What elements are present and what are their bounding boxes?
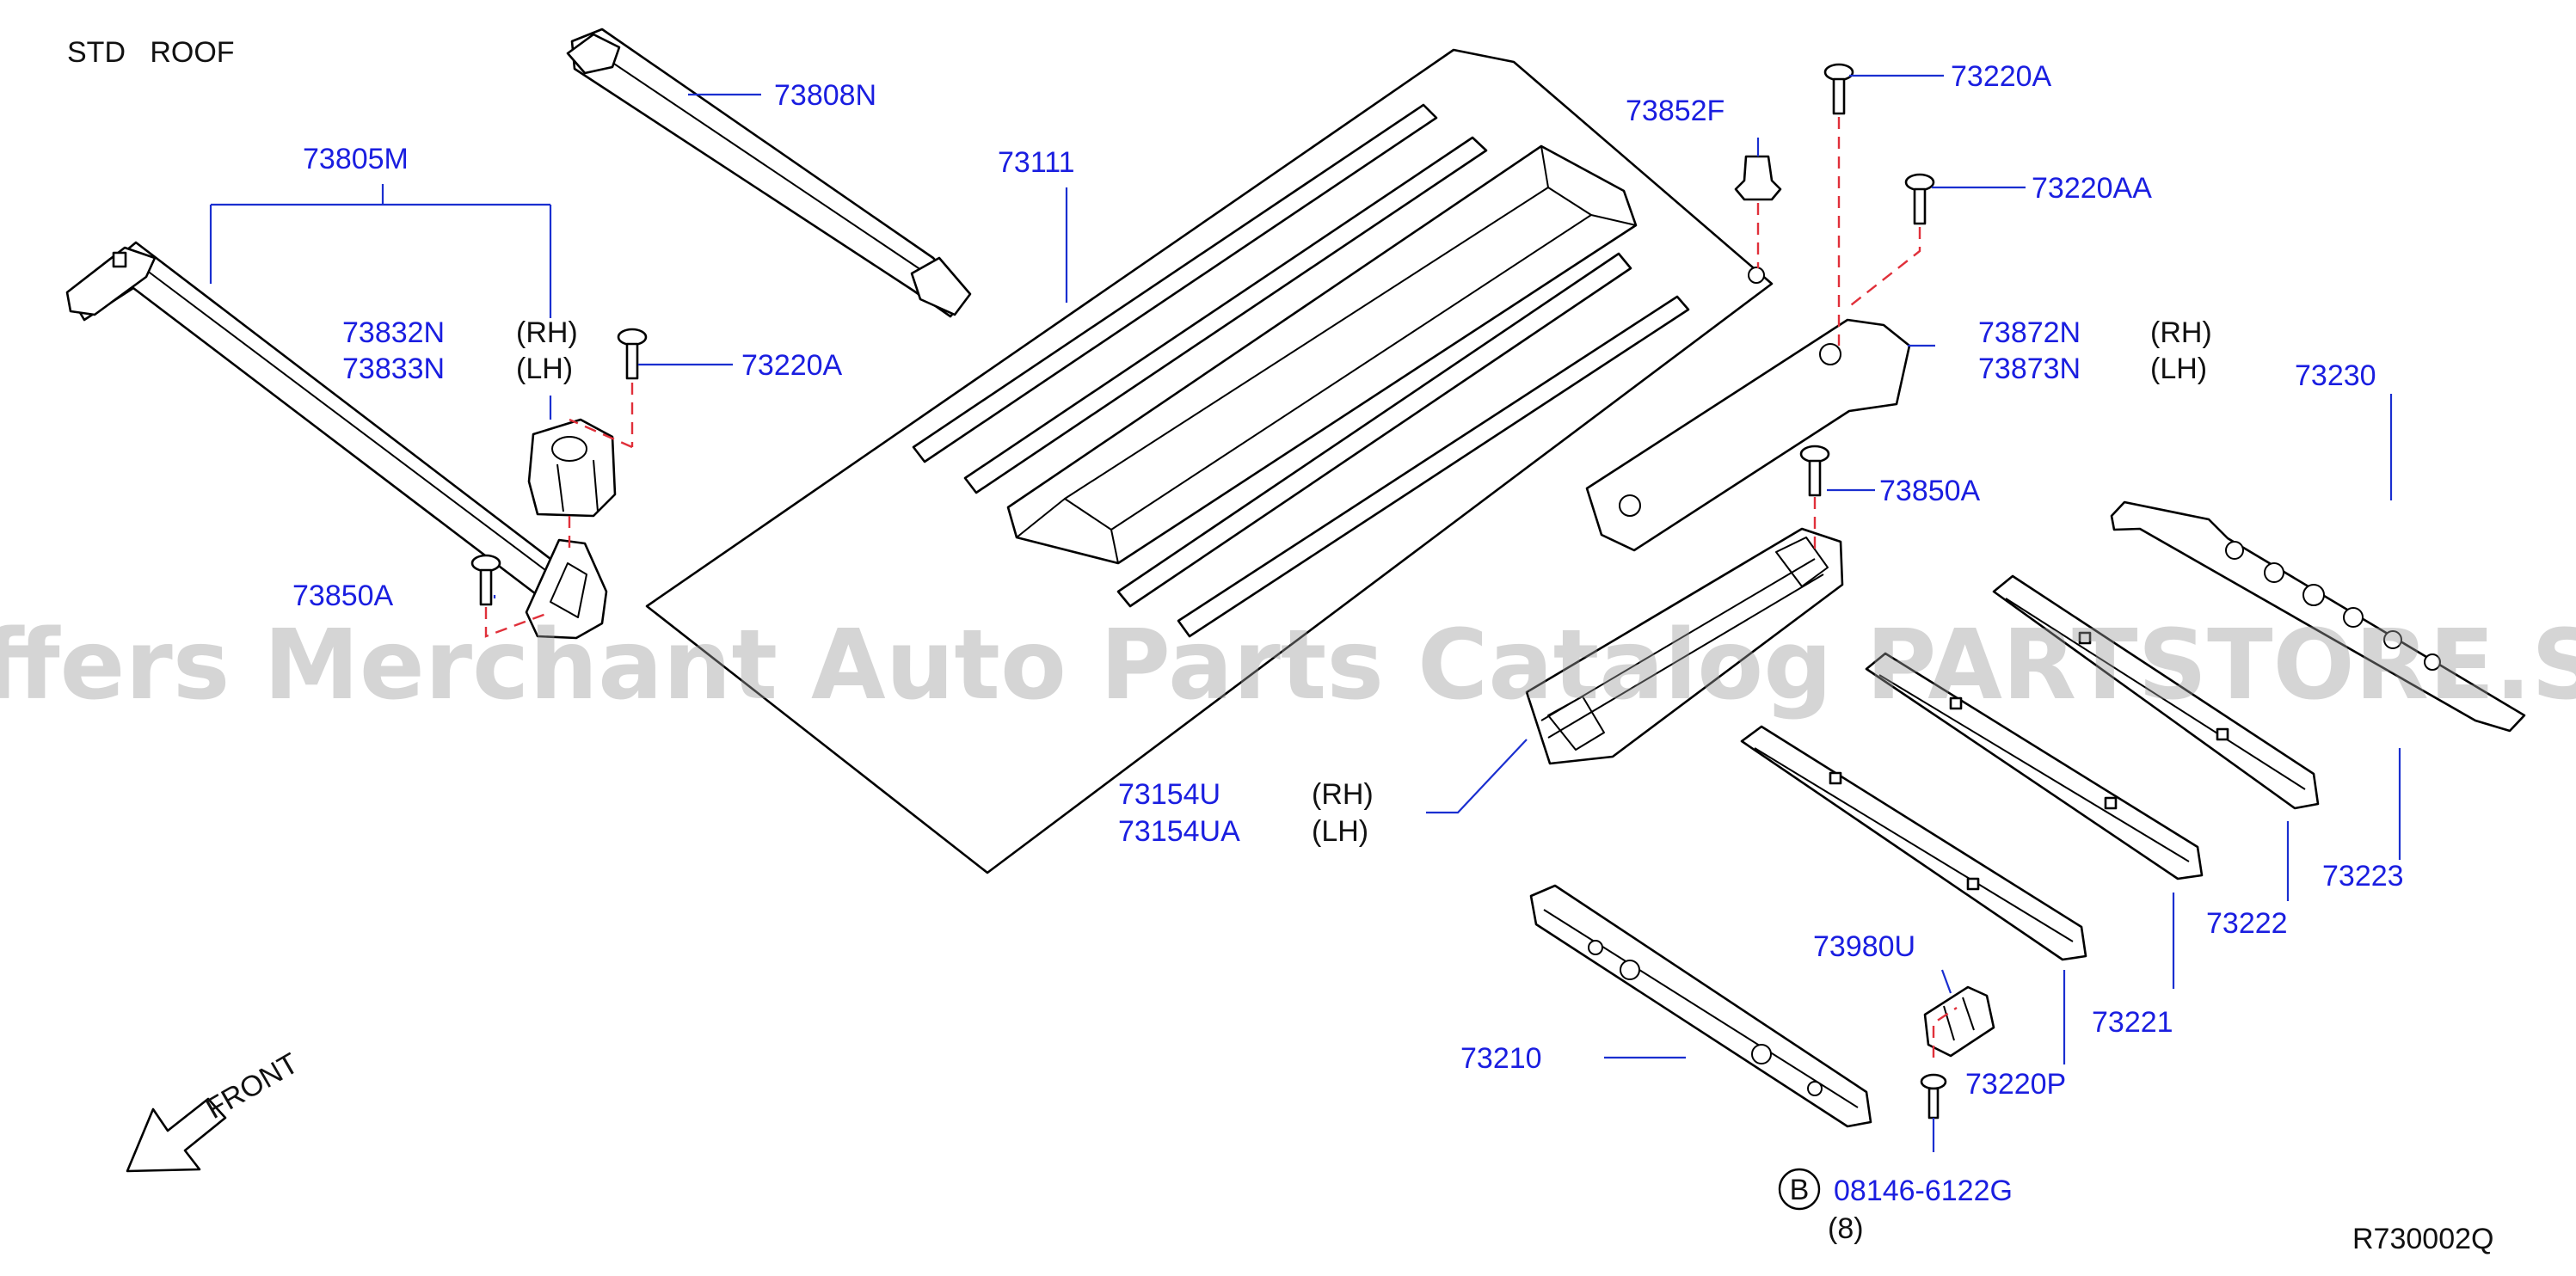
bolt-73850a-left[interactable]: [470, 554, 501, 606]
label-73872n[interactable]: 73872N: [1978, 316, 2081, 349]
bolt-73850a-right[interactable]: [1799, 445, 1830, 497]
bolt-73220a-right[interactable]: [1823, 63, 1854, 115]
bolt-08146-6122g[interactable]: [1920, 1073, 1947, 1120]
callout-b: B 08146-6122G (8): [1778, 1168, 2013, 1245]
label-73873n[interactable]: 73873N: [1978, 353, 2081, 385]
page-title: STD ROOF: [67, 36, 235, 69]
label-rh-3: (RH): [1312, 778, 1374, 811]
label-73230[interactable]: 73230: [2295, 359, 2376, 392]
part-labels: 73808N 73805M 73832N 73833N (RH) (LH) 73…: [292, 60, 2404, 1101]
label-lh-2: (LH): [2150, 353, 2207, 385]
bolt-73220a-left[interactable]: [617, 328, 648, 380]
cross-bar[interactable]: [566, 28, 972, 318]
label-73832n[interactable]: 73832N: [342, 316, 445, 349]
label-73210[interactable]: 73210: [1460, 1042, 1542, 1075]
rail-end-bracket[interactable]: [525, 538, 608, 640]
roof-panel[interactable]: [645, 48, 1774, 874]
label-73220aa[interactable]: 73220AA: [2032, 172, 2152, 205]
watermark: Offers Merchant Auto Parts Catalog PARTS…: [0, 610, 2576, 721]
label-73852f[interactable]: 73852F: [1626, 95, 1725, 127]
leader-lines: [209, 74, 2401, 1152]
label-73220p[interactable]: 73220P: [1965, 1068, 2066, 1101]
label-73808n[interactable]: 73808N: [774, 79, 876, 112]
roof-bow-73223[interactable]: [1992, 574, 2320, 810]
label-73850a-left[interactable]: 73850A: [292, 580, 394, 612]
label-73154ua[interactable]: 73154UA: [1118, 815, 1240, 848]
label-73222[interactable]: 73222: [2206, 907, 2288, 940]
grommet-73852f[interactable]: [1734, 155, 1782, 201]
label-73850a-right[interactable]: 73850A: [1879, 475, 1981, 507]
roof-bow-73230[interactable]: [2110, 500, 2526, 733]
front-roof-header[interactable]: [1529, 884, 1872, 1128]
rail-clip[interactable]: [527, 418, 617, 518]
roof-bow-73221[interactable]: [1740, 725, 2087, 961]
front-label: FRONT: [200, 1046, 304, 1125]
label-lh-1: (LH): [516, 353, 573, 385]
bolt-73220aa[interactable]: [1904, 173, 1935, 225]
label-lh-3: (LH): [1312, 815, 1368, 848]
label-73111[interactable]: 73111: [998, 146, 1075, 179]
label-73221[interactable]: 73221: [2092, 1006, 2173, 1039]
diagram-code: R730002Q: [2352, 1223, 2493, 1255]
roof-rail-reinforcement[interactable]: [1585, 318, 1911, 552]
callout-letter: B: [1790, 1174, 1810, 1206]
front-direction-arrow: FRONT: [126, 1046, 304, 1173]
callout-quantity: (8): [1828, 1212, 1864, 1245]
label-73220a-right[interactable]: 73220A: [1951, 60, 2052, 93]
label-73223[interactable]: 73223: [2322, 860, 2404, 893]
label-73220a-left[interactable]: 73220A: [741, 349, 843, 382]
label-rh-2: (RH): [2150, 316, 2212, 349]
label-rh-1: (RH): [516, 316, 578, 349]
rail-bracket[interactable]: [1525, 527, 1844, 765]
label-73833n[interactable]: 73833N: [342, 353, 445, 385]
roof-bow-73222[interactable]: [1865, 652, 2204, 880]
label-73154u[interactable]: 73154U: [1118, 778, 1220, 811]
label-08146-6122g[interactable]: 08146-6122G: [1834, 1175, 2013, 1207]
label-73805m[interactable]: 73805M: [303, 143, 409, 175]
roof-rail-left[interactable]: [65, 241, 604, 614]
assembly-lines: [484, 117, 1958, 1058]
label-73980u[interactable]: 73980U: [1813, 930, 1915, 963]
bracket-73980u[interactable]: [1923, 985, 1995, 1058]
